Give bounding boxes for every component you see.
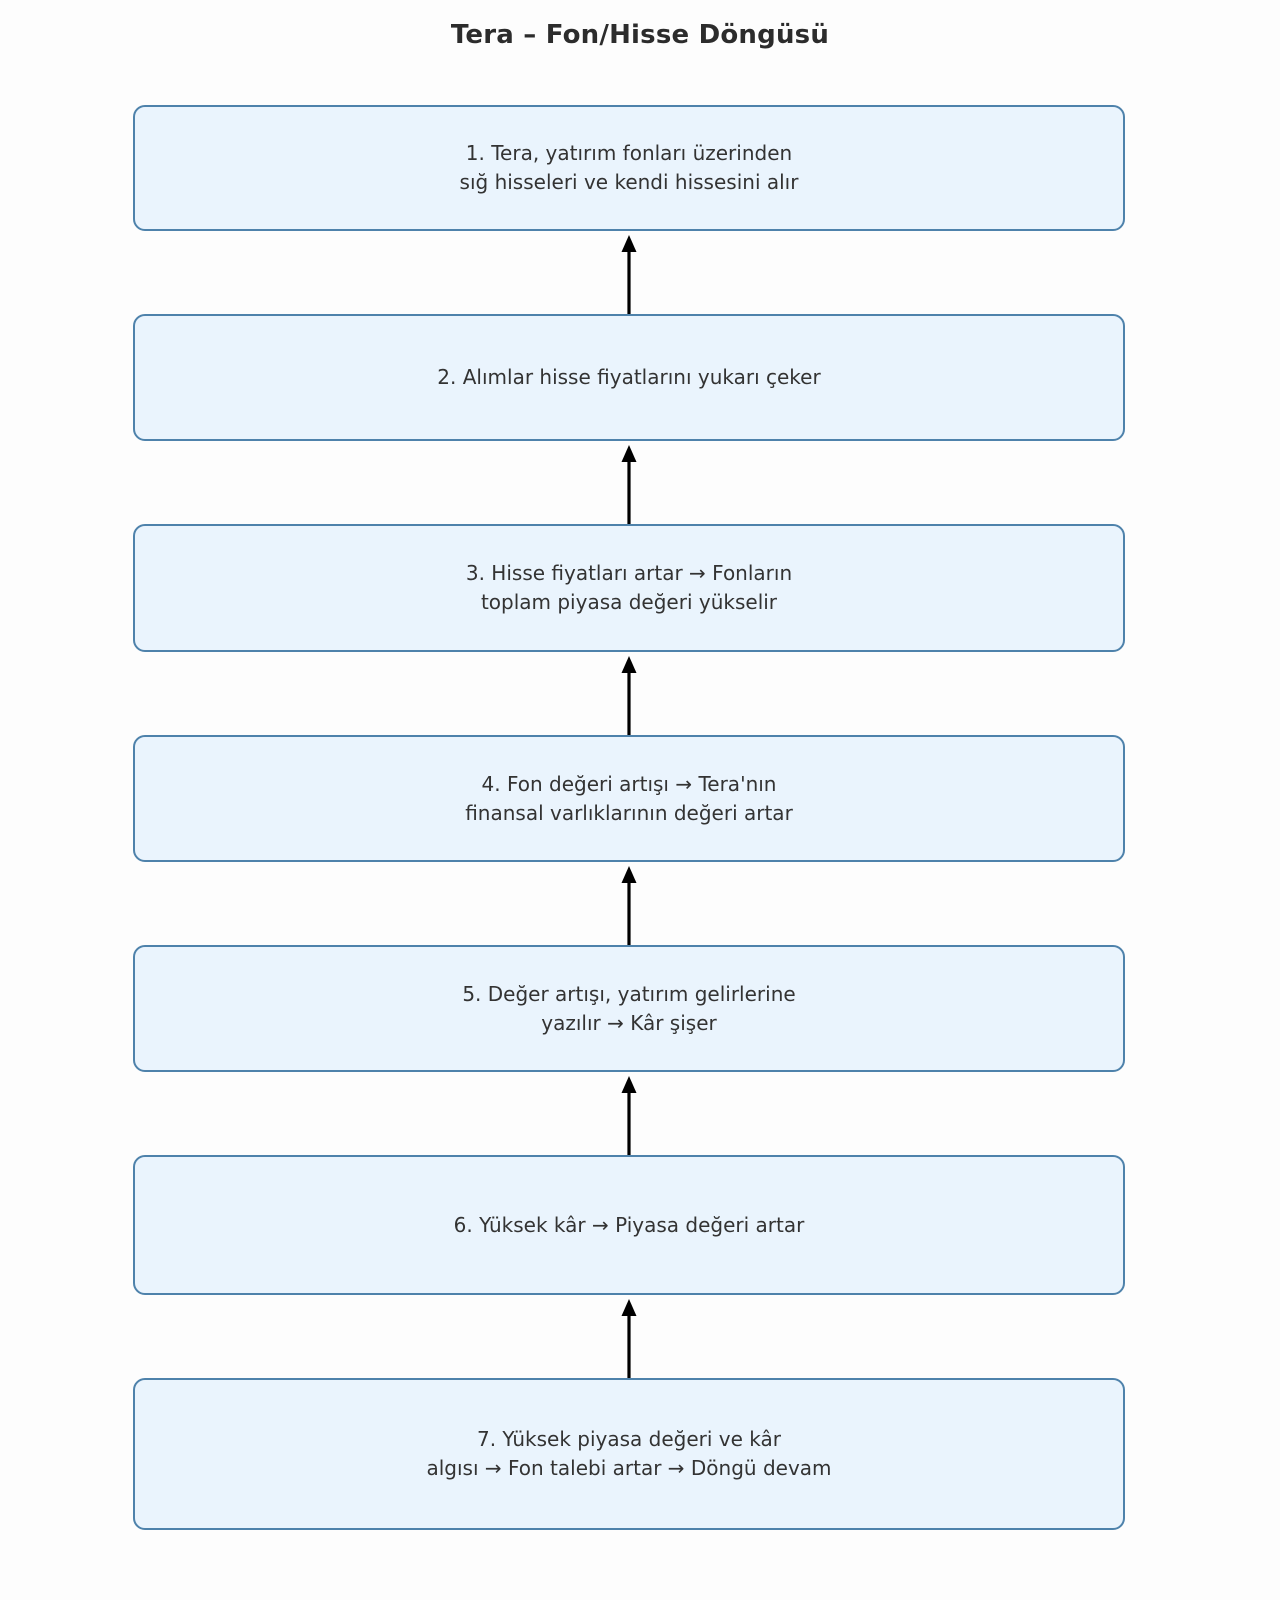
flow-connector-5-to-4 (133, 862, 1125, 945)
flow-item-2: 2. Alımlar hisse fiyatlarını yukarı çeke… (133, 314, 1125, 441)
flow-node-2[interactable]: 2. Alımlar hisse fiyatlarını yukarı çeke… (133, 314, 1125, 441)
flow-connector-7-to-6 (133, 1295, 1125, 1378)
flow-node-3-label: 3. Hisse fiyatları artar → Fonların topl… (465, 561, 793, 614)
flow-connector-2-to-1 (133, 231, 1125, 314)
flow-item-3: 3. Hisse fiyatları artar → Fonların topl… (133, 524, 1125, 652)
arrow-up-icon (621, 235, 637, 314)
flow-node-1[interactable]: 1. Tera, yatırım fonları üzerinden sığ h… (133, 105, 1125, 231)
flow-node-7-label: 7. Yüksek piyasa değeri ve kâr algısı → … (426, 1427, 832, 1480)
flow-node-4-label: 4. Fon değeri artışı → Tera'nın finansal… (465, 771, 793, 825)
flow-node-6-label: 6. Yüksek kâr → Piyasa değeri artar (453, 1212, 805, 1237)
arrow-up-icon (621, 445, 637, 524)
flow-node-2-label: 2. Alımlar hisse fiyatlarını yukarı çeke… (437, 365, 821, 389)
flow-item-5: 5. Değer artışı, yatırım gelirlerine yaz… (133, 945, 1125, 1072)
flow-connector-6-to-5 (133, 1072, 1125, 1155)
flow-item-1: 1. Tera, yatırım fonları üzerinden sığ h… (133, 105, 1125, 231)
flow-node-3[interactable]: 3. Hisse fiyatları artar → Fonların topl… (133, 524, 1125, 652)
flow-node-7[interactable]: 7. Yüksek piyasa değeri ve kâr algısı → … (133, 1378, 1125, 1530)
page-title: Tera – Fon/Hisse Döngüsü (450, 20, 830, 50)
flow-connector-3-to-2 (133, 441, 1125, 524)
arrow-up-icon (621, 1299, 637, 1378)
flow-node-4[interactable]: 4. Fon değeri artışı → Tera'nın finansal… (133, 735, 1125, 862)
flow-node-1-label: 1. Tera, yatırım fonları üzerinden sığ h… (459, 141, 799, 194)
flow-item-6: 6. Yüksek kâr → Piyasa değeri artar (133, 1155, 1125, 1295)
flow-connector-4-to-3 (133, 652, 1125, 735)
arrow-up-icon (621, 656, 637, 735)
flowchart: 1. Tera, yatırım fonları üzerinden sığ h… (133, 105, 1125, 1530)
flow-node-5-label: 5. Değer artışı, yatırım gelirlerine yaz… (462, 981, 796, 1035)
flow-node-6[interactable]: 6. Yüksek kâr → Piyasa değeri artar (133, 1155, 1125, 1295)
arrow-up-icon (621, 1076, 637, 1155)
flow-item-7: 7. Yüksek piyasa değeri ve kâr algısı → … (133, 1378, 1125, 1530)
flow-node-5[interactable]: 5. Değer artışı, yatırım gelirlerine yaz… (133, 945, 1125, 1072)
flow-item-4: 4. Fon değeri artışı → Tera'nın finansal… (133, 735, 1125, 862)
arrow-up-icon (621, 866, 637, 945)
